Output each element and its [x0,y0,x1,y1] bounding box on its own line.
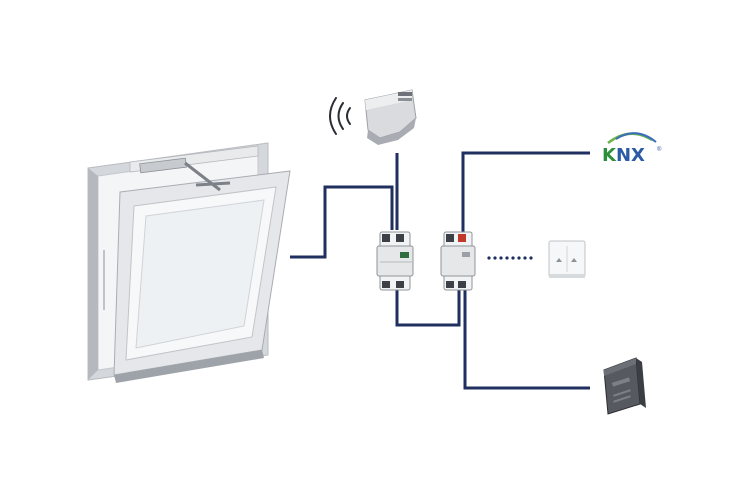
line-actuator-bridge [395,290,461,327]
dotted-link [487,256,533,260]
line-to-power-supply [463,290,590,390]
power-supply-icon [603,357,646,415]
knx-logo: KNX ® [602,132,662,166]
wireless-signal-icon [329,97,351,135]
knx-registered-mark: ® [657,146,662,153]
din-rail-actuator-icon [376,231,414,291]
din-rail-interface-icon [440,231,476,291]
connection-lines [290,151,590,390]
tilt-window-icon [87,142,291,383]
svg-text:KNX: KNX [602,145,645,166]
knx-letter-x: X [631,145,645,166]
line-interface-to-knx [461,151,590,232]
knx-letter-k: K [602,145,617,166]
knx-letter-n: N [616,145,631,166]
line-window-to-actuator [290,185,394,259]
rain-wind-sensor-icon [364,89,417,145]
wall-push-button-icon [548,240,586,278]
